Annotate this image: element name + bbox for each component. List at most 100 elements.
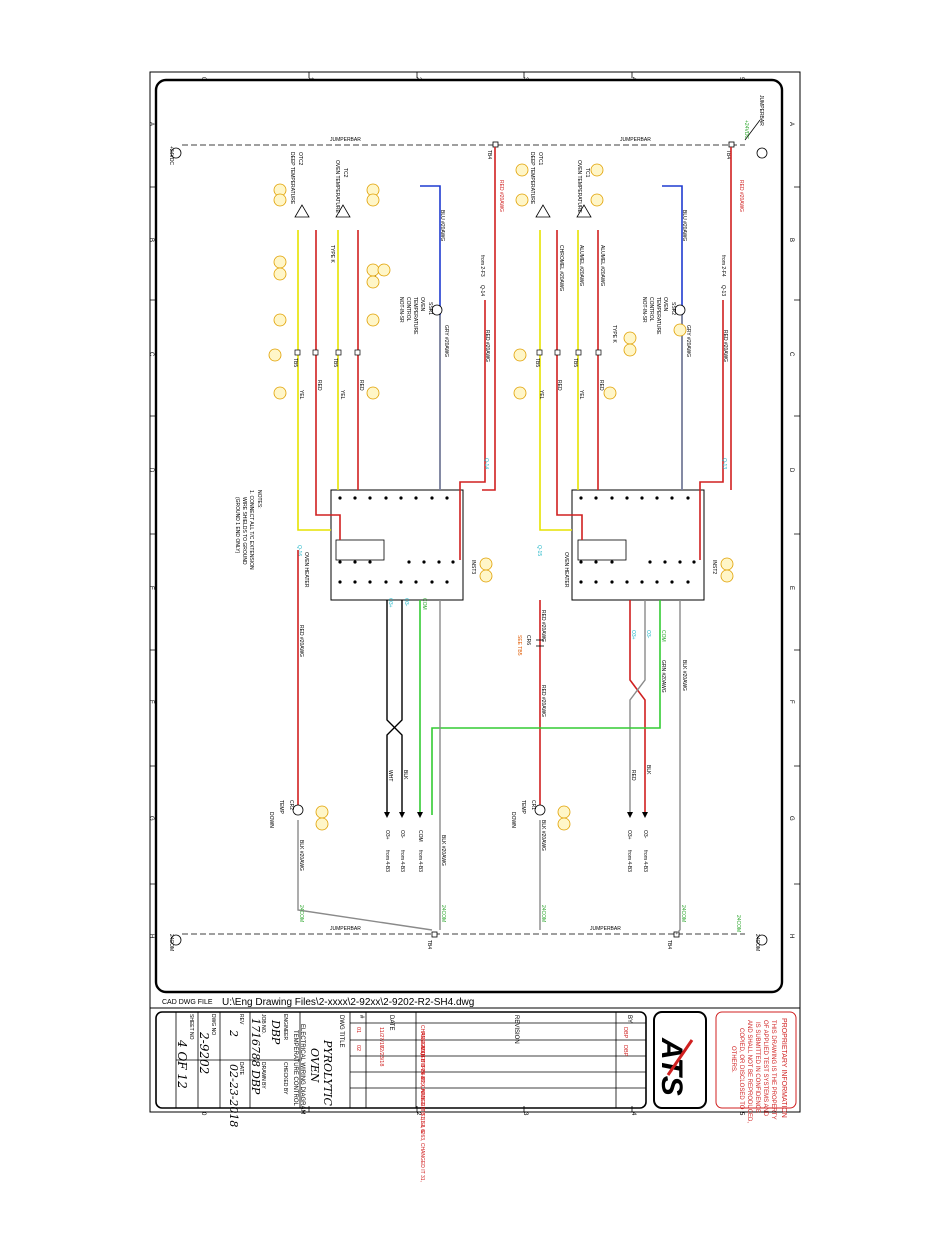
grid-row-label: F	[148, 700, 154, 704]
cr2-label: CR2	[288, 800, 294, 810]
cr1-label: CR1	[530, 800, 536, 810]
engineer-value: DBP	[269, 1019, 282, 1045]
com-label: COM	[417, 830, 423, 842]
wire-otc1-yellow	[539, 230, 572, 531]
frame-corner-marks	[149, 71, 801, 1113]
red-wire-label: RED #20AWG	[738, 180, 744, 212]
grid-col-label: 4	[630, 77, 636, 81]
jumperbar-label: JUMPERBAR	[758, 95, 764, 126]
file-bar-path: U:\Eng Drawing Files\2-xxxx\2-92xx\2-920…	[222, 997, 474, 1008]
grid-col-labels: 0 1 2 3 4 5 0 2 3 4 5	[200, 77, 744, 1116]
svg-text:TB5: TB5	[534, 358, 540, 367]
ssr1-symbol	[431, 304, 443, 316]
ssr-note: TEMPERATURE	[655, 297, 661, 335]
engineer-label: ENGINEER	[282, 1014, 288, 1041]
cr1-coil	[534, 804, 546, 816]
arrow-heads	[627, 812, 648, 818]
wire-otc1-red	[556, 230, 583, 540]
proprietary-text: PROPRIETARY INFORMATION THIS DRAWING IS …	[730, 1018, 787, 1123]
q15-node: Q-15	[536, 545, 542, 556]
ssr-note: NOT-IN-SR	[641, 297, 647, 323]
thermocouple-symbol	[294, 204, 351, 218]
otc2-label: OTC2	[297, 152, 303, 166]
alumel-label: ALUMEL #20AWG	[599, 245, 605, 286]
red-label: RED	[556, 380, 562, 391]
q14-node: Q-14	[483, 458, 489, 469]
o3plus-node: O3+	[630, 630, 636, 640]
svg-text:SEE TB5: SEE TB5	[516, 635, 522, 656]
ssr-note: CONTROL	[648, 297, 654, 322]
from-label: from 4-B3	[626, 850, 632, 872]
grid-col-label: 5	[738, 1112, 744, 1116]
grid-row-label: A	[148, 122, 154, 126]
yel-label: YEL	[538, 390, 544, 400]
date-value: 02-23-2018	[227, 1064, 240, 1127]
subtitle-line1: ELECTRICAL WIRING DIAGRAM	[299, 1024, 305, 1114]
otc1-label: OTC1	[537, 152, 543, 166]
notes-block: NOTES: 1. CONNECT ALL T/C EXTENSION WIRE…	[234, 490, 262, 570]
tb4-label: TB4	[666, 940, 672, 949]
grid-col-label: 3	[522, 77, 528, 81]
from-label: from 4-B3	[642, 850, 648, 872]
oven-temp-label: OVEN TEMPERATURE	[576, 160, 582, 214]
rev-row-date: 11/27/17	[378, 1027, 384, 1048]
wire-q14	[459, 300, 486, 560]
q13-node: Q-13	[721, 458, 727, 469]
o3minus-node: O3-	[403, 598, 409, 607]
red-wire-label: RED #20AWG	[540, 685, 546, 717]
red-wire-label: RED #20AWG	[540, 610, 546, 642]
red-wire-label: RED #20AWG	[298, 625, 304, 657]
type-k-label: TYPE K	[611, 325, 617, 343]
gry-wire-label: GRY #20AWG	[685, 325, 691, 357]
inst3-label: INST3	[470, 560, 476, 574]
rev-header-date: DATE	[388, 1015, 394, 1031]
com24-node: 24COM	[298, 905, 304, 922]
grid-row-label: C	[148, 352, 154, 357]
tb5-terminals-right: TB5 TB5	[534, 349, 602, 367]
blk-wire-label: BLK #20AWG	[440, 835, 446, 866]
rev-row-text: ADDED IT 64-67, CHANGED IT 31 & 62	[419, 1045, 425, 1135]
grid-row-label: A	[788, 122, 794, 126]
ssr-note: TEMPERATURE	[412, 297, 418, 335]
grid-row-label: B	[788, 238, 794, 242]
grid-col-label: 5	[738, 77, 744, 81]
proprietary-line: COPIED, OR DISCLOSED TO	[738, 1028, 744, 1110]
oven-heater-label: OVEN HEATER	[563, 552, 569, 588]
controller-terminals	[338, 496, 696, 584]
title-line1: PYROLYTIC	[321, 1039, 334, 1107]
wire-blue-ssr1	[420, 185, 441, 490]
item-balloons	[268, 163, 734, 831]
wire-blk-cr2	[297, 820, 433, 931]
rev-row-num: 02	[355, 1045, 361, 1051]
tb4-node	[728, 141, 735, 148]
rev-row-text: REMOVED IT 34 & 35	[419, 1032, 425, 1082]
red-label: RED	[630, 770, 636, 781]
inst3-controller	[330, 489, 464, 601]
svg-text:+24VDC: +24VDC	[168, 146, 174, 165]
note-line: (GROUND 1 END ONLY)	[234, 497, 240, 554]
schematic-border	[154, 78, 784, 994]
dwg-no-value: 2-9202	[197, 1031, 211, 1074]
terminal-plus24-right: +24VDC	[743, 120, 768, 159]
red-wire-label: RED #20AWG	[498, 180, 504, 212]
com-node: COM	[660, 630, 666, 642]
ssr-note: OVEN	[419, 297, 425, 312]
ssr-note: OVEN	[662, 297, 668, 312]
oven-temp-label: OVEN TEMPERATURE	[334, 160, 340, 214]
date-label: DATE	[238, 1062, 244, 1076]
jumperbar-label: JUMPERBAR	[330, 137, 361, 143]
job-no-label: JOB NO.	[260, 1014, 266, 1034]
rev-row-text: CHANGED QTY IT 28 & 29, ADDED IT 51, 62,…	[419, 1025, 425, 1182]
grid-row-label: D	[148, 468, 154, 473]
title-block-grid	[175, 1012, 646, 1108]
ssr2-label: SSR2	[670, 302, 676, 315]
terminal-plus24-left: +24VDC	[168, 146, 182, 165]
grid-row-label: E	[148, 586, 154, 590]
rev-row-num: 01	[355, 1027, 361, 1033]
grid-col-label: 3	[522, 1112, 528, 1116]
tb4-node	[673, 931, 680, 938]
ssr2-symbol	[674, 304, 686, 316]
com-node: COM	[421, 598, 427, 610]
inst2-controller	[571, 489, 705, 601]
from-label: from 2-F3	[479, 255, 485, 277]
